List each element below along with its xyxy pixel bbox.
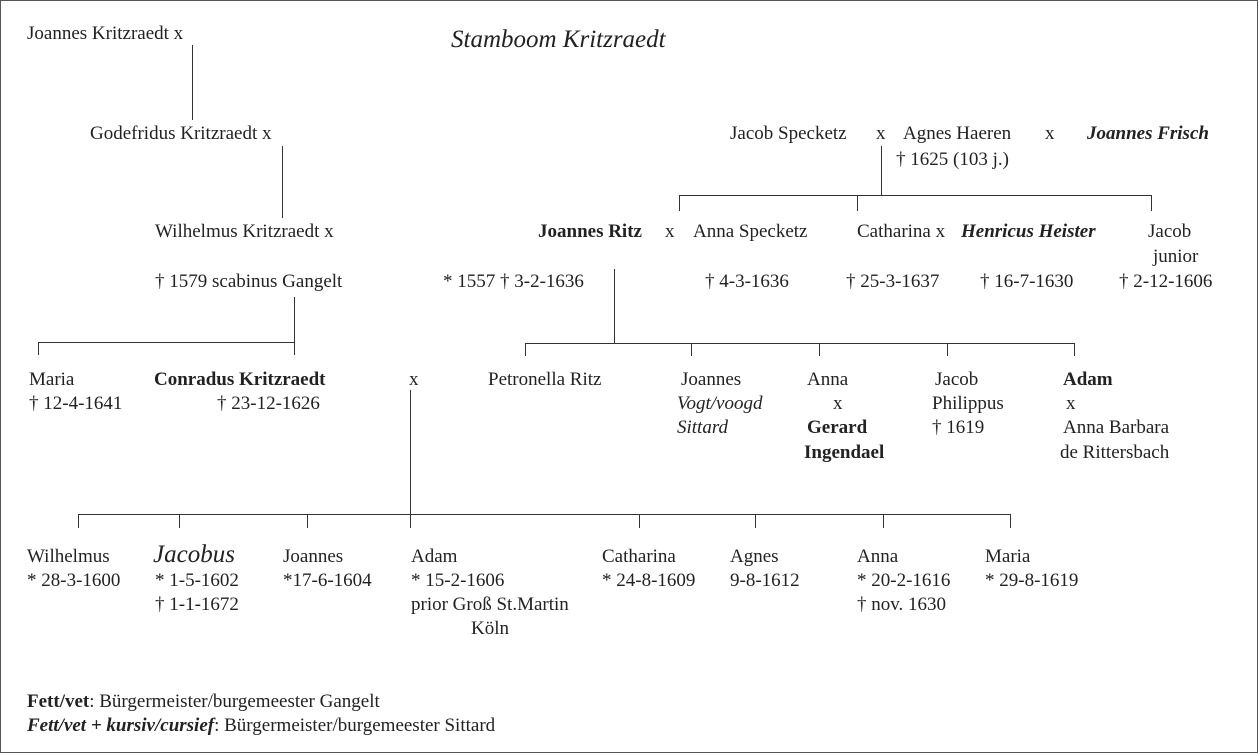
child-adam-birth: * 15-2-1606 (411, 570, 505, 591)
connector-line (1151, 195, 1152, 211)
person-petronella-ritz: Petronella Ritz (488, 369, 602, 390)
marriage-x: x (1066, 393, 1076, 414)
ritz-dates: * 1557 † 3-2-1636 (443, 271, 584, 292)
person-anna-specketz: Anna Specketz (693, 221, 808, 242)
person-maria: Maria (29, 369, 75, 390)
person-jacob-philippus: Jacob (935, 369, 979, 390)
jacob-philippus-death: † 1619 (932, 417, 985, 438)
connector-line (38, 342, 39, 355)
marriage-x: x (409, 369, 419, 390)
legend-gangelt: Fett/vet: Bürgermeister/burgemeester Gan… (27, 690, 380, 713)
connector-line (947, 343, 948, 356)
heister-death: † 16-7-1630 (980, 271, 1074, 292)
child-wilhelmus: Wilhelmus (27, 546, 110, 567)
connector-line (857, 195, 858, 211)
legend-sittard-text: : Bürgermeister/burgemeester Sittard (214, 715, 496, 736)
joannes-vogt-place: Sittard (677, 417, 729, 438)
person-henricus-heister: Henricus Heister (961, 221, 1096, 242)
marriage-x: x (1045, 123, 1055, 144)
jacob-junior-death: † 2-12-1606 (1119, 271, 1213, 292)
connector-line (307, 514, 308, 528)
connector-line (525, 343, 526, 356)
connector-line (679, 195, 1151, 196)
agnes-death: † 1625 (103 j.) (896, 149, 1009, 170)
child-agnes: Agnes (730, 546, 779, 567)
child-anna: Anna (857, 546, 899, 567)
connector-line (614, 269, 615, 343)
connector-line (294, 297, 295, 355)
person-jacob-junior-suffix: junior (1153, 246, 1199, 267)
conradus-death: † 23-12-1626 (217, 393, 320, 414)
connector-line (179, 514, 180, 528)
connector-line (78, 514, 1010, 515)
connector-line (883, 514, 884, 528)
child-catharina-birth: * 24-8-1609 (602, 570, 696, 591)
connector-line (639, 514, 640, 528)
marriage-x: x (665, 221, 675, 242)
child-agnes-birth: 9-8-1612 (730, 570, 800, 591)
connector-line (881, 146, 882, 195)
connector-line (755, 514, 756, 528)
child-jacobus-death: † 1-1-1672 (155, 594, 239, 615)
child-catharina: Catharina (602, 546, 676, 567)
child-jacobus: Jacobus (153, 541, 235, 568)
connector-line (282, 146, 283, 218)
connector-line (1010, 514, 1011, 528)
person-godefridus-kritzraedt: Godefridus Kritzraedt x (90, 123, 272, 144)
child-adam-role: prior Groß St.Martin (411, 594, 569, 615)
legend-gangelt-text: : Bürgermeister/burgemeester Gangelt (89, 691, 380, 712)
child-maria: Maria (985, 546, 1031, 567)
child-anna-birth: * 20-2-1616 (857, 570, 951, 591)
catharina-death: † 25-3-1637 (846, 271, 940, 292)
child-joannes: Joannes (283, 546, 344, 567)
person-joannes-vogt: Joannes (681, 369, 742, 390)
person-anna-barbara: Anna Barbara (1063, 417, 1170, 438)
person-jacob-junior: Jacob (1148, 221, 1192, 242)
connector-line (819, 343, 820, 356)
person-catharina: Catharina x (857, 221, 946, 242)
page-title: Stamboom Kritzraedt (451, 26, 666, 53)
joannes-vogt-role: Vogt/voogd (677, 393, 763, 414)
child-wilhelmus-birth: * 28-3-1600 (27, 570, 121, 591)
person-joannes-frisch: Joannes Frisch (1087, 123, 1209, 144)
person-gerard-ingendael: Gerard (807, 417, 868, 438)
child-anna-death: † nov. 1630 (857, 594, 947, 615)
person-jacob-specketz: Jacob Specketz (730, 123, 847, 144)
child-joannes-birth: *17-6-1604 (283, 570, 372, 591)
person-adam-ritz: Adam (1063, 369, 1113, 390)
connector-line (78, 514, 79, 528)
marriage-x: x (876, 123, 886, 144)
connector-line (679, 195, 680, 211)
person-joannes-ritz: Joannes Ritz (538, 221, 642, 242)
child-maria-birth: * 29-8-1619 (985, 570, 1079, 591)
connector-line (410, 390, 411, 514)
person-agnes-haeren: Agnes Haeren (903, 123, 1012, 144)
person-anna-barbara-surname: de Rittersbach (1060, 442, 1170, 463)
connector-line (38, 342, 294, 343)
person-joannes-kritzraedt: Joannes Kritzraedt x (27, 23, 184, 44)
legend-gangelt-key: Fett/vet (27, 691, 90, 712)
connector-line (525, 343, 1074, 344)
anna-specketz-death: † 4-3-1636 (705, 271, 789, 292)
connector-line (410, 514, 411, 528)
legend-sittard: Fett/vet + kursiv/cursief: Bürgermeister… (27, 714, 495, 737)
child-jacobus-birth: * 1-5-1602 (155, 570, 239, 591)
person-jacob-philippus-second: Philippus (932, 393, 1004, 414)
marriage-x: x (833, 393, 843, 414)
legend-sittard-key: Fett/vet + kursiv/cursief (27, 715, 215, 736)
connector-line (1074, 343, 1075, 356)
person-gerard-ingendael-surname: Ingendael (804, 442, 885, 463)
connector-line (192, 45, 193, 120)
maria-death: † 12-4-1641 (29, 393, 123, 414)
child-adam-place: Köln (471, 618, 509, 639)
person-conradus-kritzraedt: Conradus Kritzraedt (154, 369, 326, 390)
connector-line (691, 343, 692, 356)
child-adam: Adam (411, 546, 458, 567)
wilhelmus-death: † 1579 scabinus Gangelt (155, 271, 343, 292)
person-wilhelmus-kritzraedt: Wilhelmus Kritzraedt x (155, 221, 334, 242)
person-anna-ritz: Anna (807, 369, 849, 390)
